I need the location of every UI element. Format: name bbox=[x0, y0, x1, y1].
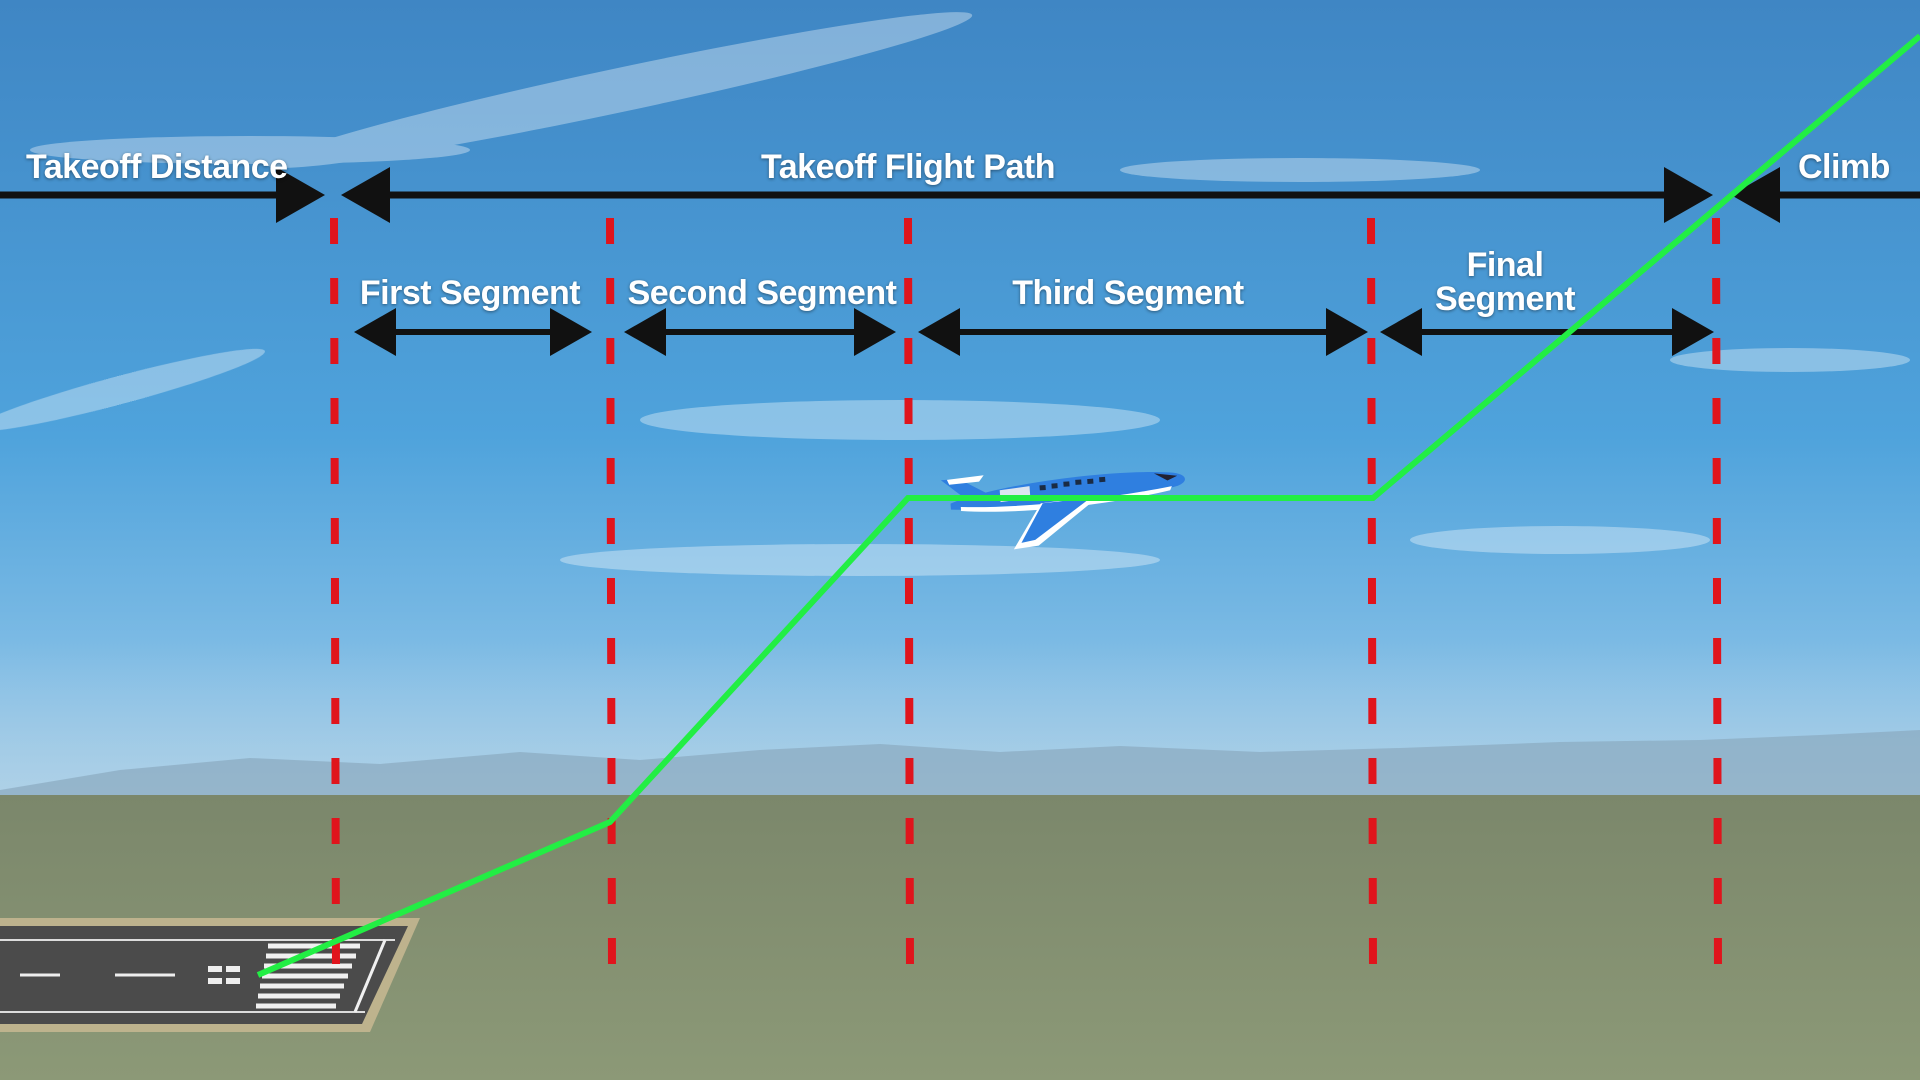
second-segment-label: Second Segment bbox=[627, 274, 897, 312]
first-segment-label: First Segment bbox=[359, 274, 581, 312]
divider-4 bbox=[1367, 217, 1377, 971]
runway-icon bbox=[0, 918, 420, 1032]
third-segment-label: Third Segment bbox=[1012, 274, 1244, 312]
segment-dividers bbox=[330, 217, 1722, 971]
divider-3 bbox=[904, 217, 914, 971]
distant-hills bbox=[0, 730, 1920, 795]
climb-label: Climb bbox=[1798, 148, 1890, 186]
divider-5 bbox=[1712, 217, 1722, 971]
final-segment-label-line2: Segment bbox=[1434, 280, 1576, 318]
final-segment-label: Final Segment bbox=[1434, 246, 1576, 318]
takeoff-distance-label: Takeoff Distance bbox=[26, 148, 288, 186]
divider-2 bbox=[606, 217, 616, 971]
final-segment-label-line1: Final bbox=[1466, 246, 1544, 284]
flight-path-line bbox=[256, 33, 1920, 978]
takeoff-flight-path-label: Takeoff Flight Path bbox=[761, 148, 1055, 186]
divider-1 bbox=[330, 217, 340, 971]
